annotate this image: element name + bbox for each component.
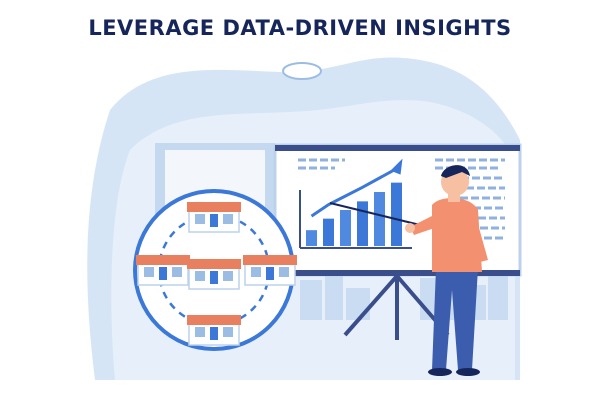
trend-line — [310, 167, 398, 218]
trend-arrow-icon — [390, 158, 403, 175]
mini-chart-bar — [391, 182, 402, 246]
pointer-stick — [329, 202, 421, 226]
page-title: LEVERAGE DATA-DRIVEN INSIGHTS — [88, 16, 512, 40]
ceiling-lamp — [282, 62, 322, 80]
mini-bar-chart — [299, 158, 412, 249]
mini-chart-bar — [357, 201, 368, 246]
mini-chart-bar — [323, 218, 334, 246]
mini-chart-bar — [340, 210, 351, 246]
store-icon — [187, 202, 241, 233]
store-icon — [136, 255, 190, 286]
store-icon — [243, 255, 297, 286]
mini-chart-bar — [374, 192, 385, 246]
presenter — [329, 165, 488, 376]
store-icon — [187, 315, 241, 346]
mini-chart-bar — [306, 230, 317, 246]
store-icon — [187, 259, 241, 290]
